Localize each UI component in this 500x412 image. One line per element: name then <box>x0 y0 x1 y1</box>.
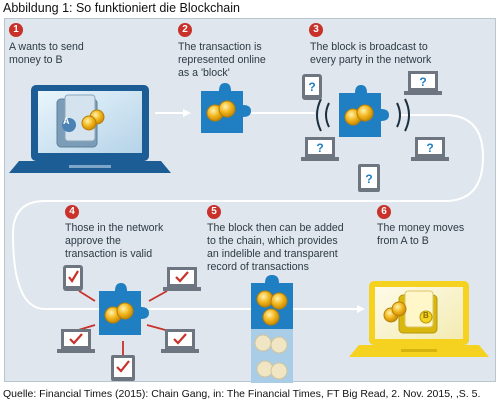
step-4-line-3: transaction is valid <box>65 248 153 260</box>
laptop-question-icon-mid-right: ? <box>411 137 449 161</box>
tablet-question-icon-bottom: ? <box>358 164 380 192</box>
flow-arrowhead-b <box>357 305 365 313</box>
phone-question-icon-top-left: ? <box>302 74 322 100</box>
laptop-check-icon-bottom-right <box>161 329 199 353</box>
step-5-number-badge: 5 <box>207 205 221 219</box>
step-4-line-2: approve the <box>65 235 121 247</box>
diagram-panel: ? ? ? ? ? <box>4 18 496 383</box>
coins-b-icon <box>383 301 407 323</box>
svg-text:?: ? <box>308 80 315 94</box>
step-3-text: The block is broadcast to every party in… <box>310 41 431 67</box>
laptop-question-icon-mid-left: ? <box>301 137 339 161</box>
step-1-line-2: money to B <box>9 54 63 66</box>
flow-line-loop <box>11 114 485 310</box>
svg-text:?: ? <box>426 141 433 155</box>
svg-text:?: ? <box>365 172 372 186</box>
step-5-text: The block then can be added to the chain… <box>207 222 344 274</box>
step-6-number-badge: 6 <box>377 205 391 219</box>
tablet-check-icon-bottom <box>111 355 135 381</box>
step-4-number-badge: 4 <box>65 205 79 219</box>
step-6-line-2: from A to B <box>377 235 429 247</box>
wallet-a-letter: A <box>63 116 70 126</box>
step-2-number-badge: 2 <box>178 23 192 37</box>
step-5-line-4: record of transactions <box>207 261 309 273</box>
svg-text:?: ? <box>316 141 323 155</box>
step-2-text: The transaction is represented online as… <box>178 41 266 80</box>
wallet-b-letter: B <box>423 311 429 320</box>
phone-check-icon-top-left <box>63 265 83 291</box>
broadcast-waves <box>316 98 410 132</box>
step-3-number-badge: 3 <box>309 23 323 37</box>
block-icon-step4 <box>99 283 149 335</box>
step-5-line-2: to the chain, which provides <box>207 235 338 247</box>
step-4-text: Those in the network approve the transac… <box>65 222 163 261</box>
step-2-line-1: The transaction is <box>178 41 262 53</box>
step-2-line-3: as a 'block' <box>178 67 230 79</box>
diagram-art: ? ? ? ? ? <box>9 71 489 383</box>
coins-a-icon <box>81 109 105 131</box>
blockchain-icon <box>251 275 293 383</box>
step-3-line-2: every party in the network <box>310 54 432 66</box>
step-1-line-1: A wants to send <box>9 41 84 53</box>
step-1-text: A wants to send money to B <box>9 41 84 67</box>
step-4-line-1: Those in the network <box>65 222 164 234</box>
figure-title: Abbildung 1: So funktioniert die Blockch… <box>3 1 240 15</box>
laptop-check-icon-top-right <box>163 267 201 291</box>
block-icon-step3 <box>339 85 389 137</box>
svg-text:?: ? <box>419 75 426 89</box>
step-6-text: The money moves from A to B <box>377 222 464 248</box>
step-1-number-badge: 1 <box>9 23 23 37</box>
block-icon-step2 <box>201 83 251 133</box>
flow-arrowhead <box>183 109 191 117</box>
step-3-line-1: The block is broadcast to <box>310 41 428 53</box>
step-2-line-2: represented online <box>178 54 266 66</box>
step-5-line-3: an indelible and transparent <box>207 248 338 260</box>
step-6-line-1: The money moves <box>377 222 465 234</box>
laptop-check-icon-bottom-left <box>57 329 95 353</box>
source-caption: Quelle: Financial Times (2015): Chain Ga… <box>3 388 481 400</box>
step-5-line-1: The block then can be added <box>207 222 344 234</box>
laptop-question-icon-top-right: ? <box>404 71 442 95</box>
wallet-b-icon <box>398 290 438 334</box>
